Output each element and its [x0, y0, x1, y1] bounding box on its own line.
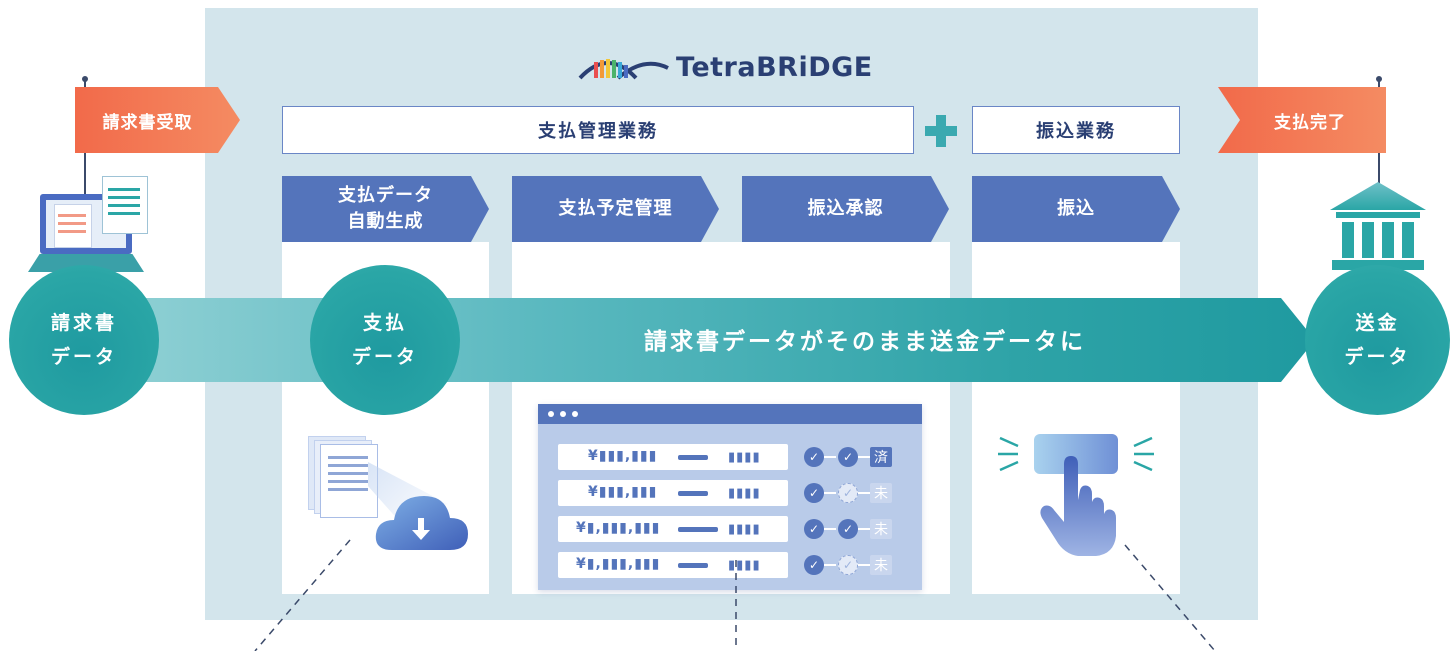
flow-arrow-text: 請求書データがそのまま送金データに	[644, 329, 1086, 355]
table-row: ¥▮,▮▮▮,▮▮▮ ▮▮▮▮	[558, 552, 788, 578]
table-row: ¥▮▮▮,▮▮▮ ▮▮▮▮	[558, 444, 788, 470]
step-auto-generate: 支払データ 自動生成	[282, 176, 489, 242]
code-cell: ▮▮▮▮	[728, 486, 761, 501]
window-titlebar	[538, 404, 922, 424]
code-cell: ▮▮▮▮	[728, 522, 761, 537]
window-dot-icon	[548, 411, 554, 417]
status-badge: 済	[870, 447, 892, 467]
circle-payment-data: 支払 データ	[310, 265, 460, 415]
flag-payment-complete: 支払完了	[1218, 87, 1386, 153]
step-auto-generate-label: 支払データ 自動生成	[338, 185, 433, 232]
documents-cloud-icon	[308, 432, 472, 556]
amount-cell: ¥▮▮▮,▮▮▮	[588, 484, 658, 500]
status-badge: 未	[870, 483, 892, 503]
logo-text: TetraBRiDGE	[676, 52, 873, 83]
tetrabridge-logo: TetraBRiDGE	[578, 50, 898, 84]
dash-cell	[678, 563, 708, 568]
code-cell: ▮▮▮▮	[728, 450, 761, 465]
schedule-window: ¥▮▮▮,▮▮▮ ▮▮▮▮ ✓ ✓ 済 ¥▮▮▮,▮▮▮ ▮▮▮▮ ✓ ✓ 未 …	[538, 404, 922, 590]
check-icon: ✓	[804, 447, 824, 467]
step-transfer-approval: 振込承認	[742, 176, 949, 242]
laptop-invoice-icon	[28, 176, 154, 280]
payment-management-label: 支払管理業務	[538, 121, 658, 142]
flag-payment-complete-label: 支払完了	[1274, 112, 1346, 133]
window-dot-icon	[572, 411, 578, 417]
circle-remit-data: 送金 データ	[1305, 265, 1450, 415]
status-group: ✓ ✓ 済	[800, 444, 910, 470]
flag-invoice-receive-label: 請求書受取	[102, 112, 193, 133]
cloud-download-icon	[375, 496, 468, 550]
step-transfer-label: 振込	[1057, 198, 1095, 219]
check-icon: ✓	[804, 483, 824, 503]
dash-cell	[678, 491, 708, 496]
amount-cell: ¥▮,▮▮▮,▮▮▮	[576, 520, 661, 536]
payment-management-header: 支払管理業務	[282, 106, 914, 154]
step-schedule-management-label: 支払予定管理	[558, 198, 673, 219]
step-schedule-management: 支払予定管理	[512, 176, 719, 242]
transfer-work-label: 振込業務	[1036, 121, 1116, 142]
check-icon: ✓	[804, 519, 824, 539]
transfer-work-header: 振込業務	[972, 106, 1180, 154]
circle-payment-data-label: 支払 データ	[351, 312, 418, 368]
status-group: ✓ ✓ 未	[800, 480, 910, 506]
pending-check-icon: ✓	[838, 483, 858, 503]
hand-press-button-icon	[996, 426, 1156, 558]
flag-invoice-receive: 請求書受取	[75, 87, 240, 153]
amount-cell: ¥▮,▮▮▮,▮▮▮	[576, 556, 661, 572]
circle-invoice-data-label: 請求書 データ	[50, 312, 117, 368]
dash-cell	[678, 455, 708, 460]
circle-invoice-data: 請求書 データ	[9, 265, 159, 415]
status-group: ✓ ✓ 未	[800, 516, 910, 542]
check-icon: ✓	[838, 519, 858, 539]
left-pole-top	[82, 76, 88, 82]
right-pole-top	[1376, 76, 1382, 82]
status-badge: 未	[870, 519, 892, 539]
table-row: ¥▮,▮▮▮,▮▮▮ ▮▮▮▮	[558, 516, 788, 542]
circle-remit-data-label: 送金 データ	[1344, 312, 1411, 368]
bridge-logo-icon	[578, 59, 669, 80]
plus-icon	[925, 115, 957, 147]
table-row: ¥▮▮▮,▮▮▮ ▮▮▮▮	[558, 480, 788, 506]
amount-cell: ¥▮▮▮,▮▮▮	[588, 448, 658, 464]
check-icon: ✓	[804, 555, 824, 575]
status-group: ✓ ✓ 未	[800, 552, 910, 578]
step-transfer-approval-label: 振込承認	[807, 198, 884, 219]
dash-cell	[678, 527, 718, 532]
step-transfer: 振込	[972, 176, 1180, 242]
check-icon: ✓	[838, 447, 858, 467]
status-badge: 未	[870, 555, 892, 575]
window-dot-icon	[560, 411, 566, 417]
pending-check-icon: ✓	[838, 555, 858, 575]
